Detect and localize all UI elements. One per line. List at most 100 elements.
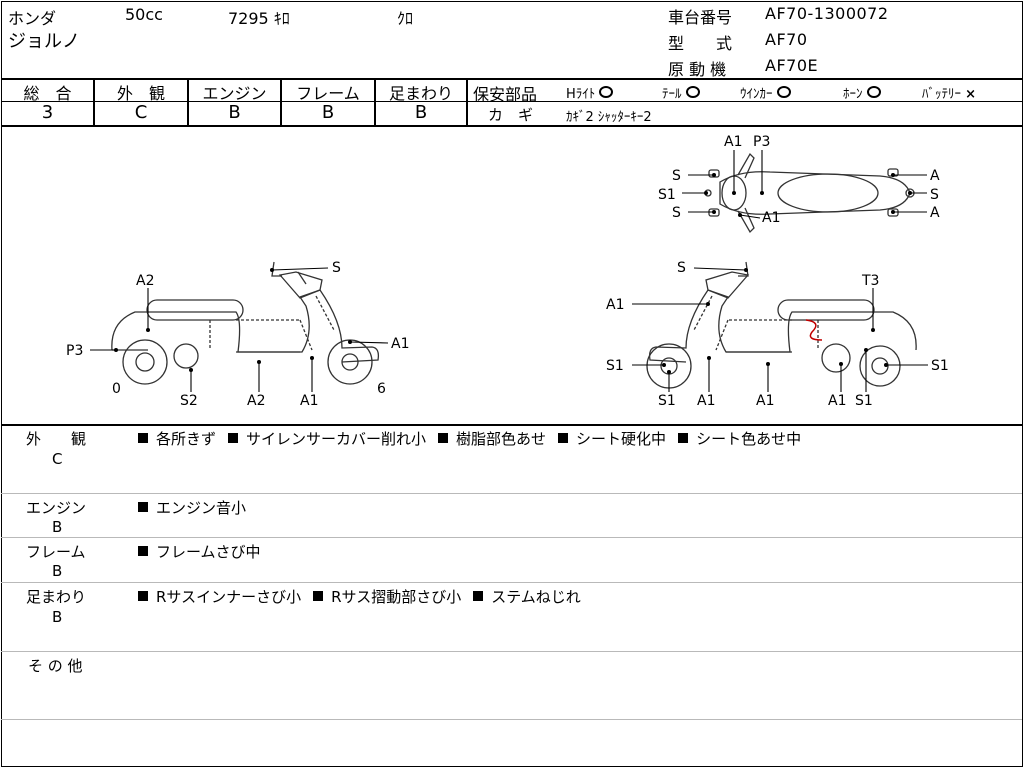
- damage-diagram: A1 P3 S S1 S A1 A S A S A2 P3 A1 0 6 S2 …: [66, 134, 949, 409]
- grade-value-exterior: C: [134, 102, 148, 123]
- safety-item-label: ﾎｰﾝ: [843, 87, 863, 102]
- grade-value-total: 3: [41, 102, 54, 123]
- section-divider: [1, 582, 1022, 583]
- section-title-other: そ の 他: [28, 657, 83, 675]
- ok-circle-icon: [776, 86, 791, 98]
- section-grade-suspension: B: [52, 608, 63, 626]
- scooter-right-view: [646, 261, 917, 389]
- label-right-s1-left: S1: [606, 358, 624, 374]
- section-items-engine: エンジン音小: [138, 497, 258, 518]
- safety-item-horn: ﾎｰﾝ: [843, 83, 881, 102]
- label-left-a1-right: A1: [391, 336, 409, 352]
- label-top-s-lower: S: [672, 205, 681, 221]
- grade-bottom-line: [1, 125, 1022, 127]
- safety-item-battery: ﾊﾞｯﾃﾘｰ ×: [922, 83, 976, 102]
- grade-col-sep-5: [466, 78, 468, 126]
- label-top-a-lower: A: [930, 205, 940, 221]
- section-grade-engine: B: [52, 518, 63, 536]
- label-top-a1-lower: A1: [762, 210, 780, 226]
- model-name: ジョルノ: [8, 31, 80, 52]
- bullet-icon: [678, 433, 689, 443]
- grade-col-sep-2: [187, 78, 189, 126]
- label-right-s: S: [677, 260, 686, 276]
- list-item: Rサス摺動部さび小: [313, 586, 461, 607]
- label-left-s: S: [332, 260, 341, 276]
- label-left-p3: P3: [66, 343, 83, 359]
- section-title-exterior: 外 観: [26, 430, 87, 448]
- grade-value-frame: B: [321, 102, 335, 123]
- bullet-icon: [473, 591, 484, 601]
- grade-label-total: 総 合: [23, 84, 72, 103]
- safety-item-headlight: Hﾗｲﾄ: [566, 83, 614, 102]
- label-top-a1: A1: [724, 134, 742, 150]
- grade-col-sep-1: [93, 78, 95, 126]
- ng-cross-icon: ×: [965, 87, 977, 102]
- diagram-bottom-line: [1, 424, 1022, 426]
- label-right-a1-b2: A1: [756, 393, 774, 409]
- scooter-left-view: [111, 261, 380, 385]
- label-right-a1-b1: A1: [697, 393, 715, 409]
- section-grade-exterior: C: [52, 450, 63, 468]
- frame-no: AF70-1300072: [765, 4, 889, 23]
- list-item: シート色あせ中: [678, 428, 801, 449]
- bullet-icon: [138, 502, 148, 512]
- grade-mid-line: [1, 101, 467, 102]
- bullet-icon: [138, 591, 148, 601]
- section-title-frame: フレーム: [26, 543, 86, 561]
- list-item: 樹脂部色あせ: [438, 428, 546, 449]
- displacement: 50cc: [125, 5, 163, 24]
- key-value: ｶｷﾞ2 ｼｬｯﾀｰｷｰ2: [566, 110, 652, 125]
- mileage: 7295 ｷﾛ: [228, 9, 290, 28]
- list-item: Rサスインナーさび小: [138, 586, 301, 607]
- list-item: サイレンサーカバー削れ小: [228, 428, 426, 449]
- engine-value: AF70E: [765, 56, 819, 75]
- label-top-s-right: S: [930, 187, 939, 203]
- safety-item-tail: ﾃｰﾙ: [662, 83, 700, 102]
- bullet-icon: [228, 433, 239, 443]
- label-top-s1: S1: [658, 187, 676, 203]
- safety-item-label: ﾊﾞｯﾃﾘｰ: [922, 87, 961, 102]
- section-title-suspension: 足まわり: [26, 588, 87, 606]
- label-left-a2-bottom: A2: [247, 393, 265, 409]
- scooter-top-view: [704, 152, 915, 234]
- engine-label: 原 動 機: [668, 60, 727, 79]
- label-left-six: 6: [377, 381, 386, 397]
- type-value: AF70: [765, 30, 808, 49]
- label-right-s1-bottom: S1: [658, 393, 676, 409]
- safety-item-label: ﾃｰﾙ: [662, 87, 682, 102]
- grade-label-suspension: 足まわり: [388, 84, 453, 103]
- grade-label-frame: フレーム: [296, 84, 360, 103]
- label-top-a-upper: A: [930, 168, 940, 184]
- frame-no-label: 車台番号: [668, 8, 733, 27]
- section-title-engine: エンジン: [26, 499, 87, 517]
- section-grade-frame: B: [52, 562, 63, 580]
- grade-col-sep-3: [280, 78, 282, 126]
- ok-circle-icon: [685, 86, 700, 98]
- label-left-a1-bottom: A1: [300, 393, 318, 409]
- bullet-icon: [558, 433, 569, 443]
- label-right-a1-b3: A1: [828, 393, 846, 409]
- grade-col-sep-4: [374, 78, 376, 126]
- list-item: エンジン音小: [138, 497, 246, 518]
- section-divider: [1, 651, 1022, 652]
- label-left-a2-top: A2: [136, 273, 154, 289]
- safety-item-label: Hﾗｲﾄ: [566, 87, 596, 102]
- list-item: フレームさび中: [138, 541, 261, 562]
- safety-item-label: ｳｲﾝｶｰ: [740, 87, 773, 102]
- ok-circle-icon: [599, 86, 614, 98]
- header-divider: [1, 78, 1022, 80]
- bullet-icon: [438, 433, 449, 443]
- bullet-icon: [138, 546, 148, 556]
- key-label: カ ギ: [488, 106, 534, 124]
- type-label: 型 式: [668, 34, 733, 53]
- ok-circle-icon: [866, 86, 881, 98]
- list-item: 各所きず: [138, 428, 216, 449]
- section-items-suspension: Rサスインナーさび小 Rサス摺動部さび小ステムねじれ: [138, 586, 593, 607]
- section-items-exterior: 各所きずサイレンサーカバー削れ小樹脂部色あせシート硬化中シート色あせ中: [138, 428, 813, 449]
- label-top-s-upper: S: [672, 168, 681, 184]
- list-item: ステムねじれ: [473, 586, 581, 607]
- safety-label: 保安部品: [473, 85, 538, 104]
- safety-mid-line: [467, 101, 1022, 102]
- grade-label-engine: エンジン: [202, 84, 267, 103]
